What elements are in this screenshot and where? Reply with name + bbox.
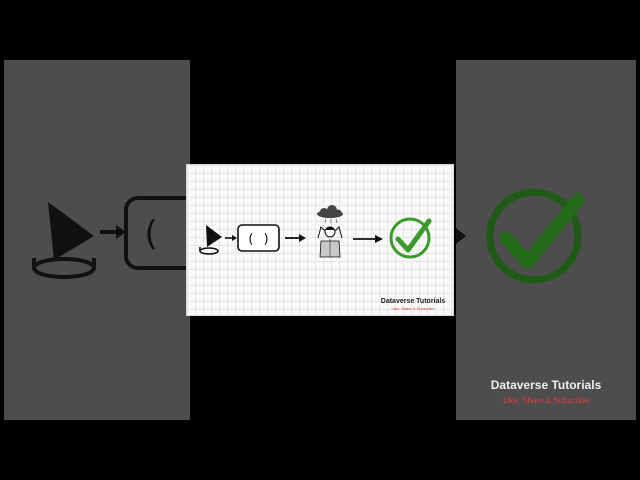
bg-brand-subtitle: Like, Share & Subscribe: [503, 396, 589, 405]
bg-channel-branding: Dataverse Tutorials Like, Share & Subscr…: [456, 378, 636, 405]
background-panel-right: Dataverse Tutorials Like, Share & Subscr…: [456, 60, 636, 420]
svg-text:( ): ( ): [140, 214, 190, 254]
bg-arrow-icon: [456, 228, 466, 244]
play-icon: [199, 225, 222, 255]
checkmark-icon: [389, 217, 432, 259]
bg-arrow-right-icon: [100, 225, 126, 239]
arrow-right-icon: [353, 235, 383, 243]
cloud-icon: [317, 205, 343, 224]
bg-play-icon: [32, 202, 96, 279]
arrow-right-icon: [285, 234, 306, 242]
video-frame: ( ): [186, 164, 454, 316]
confused-person-icon: [317, 205, 343, 258]
arrow-right-icon: [225, 235, 237, 241]
brand-title: Dataverse Tutorials: [380, 298, 446, 305]
bg-brand-title: Dataverse Tutorials: [490, 378, 602, 392]
code-box-icon: ( ): [237, 224, 280, 252]
bg-code-box-icon: ( ): [124, 196, 190, 270]
bg-checkmark-icon: [486, 188, 585, 284]
svg-text:( ): ( ): [247, 232, 270, 247]
background-panel-left: ( ): [4, 60, 190, 420]
brand-subtitle: Like, Share & Subscribe: [391, 306, 435, 311]
channel-branding: Dataverse Tutorials Like, Share & Subscr…: [375, 298, 451, 311]
